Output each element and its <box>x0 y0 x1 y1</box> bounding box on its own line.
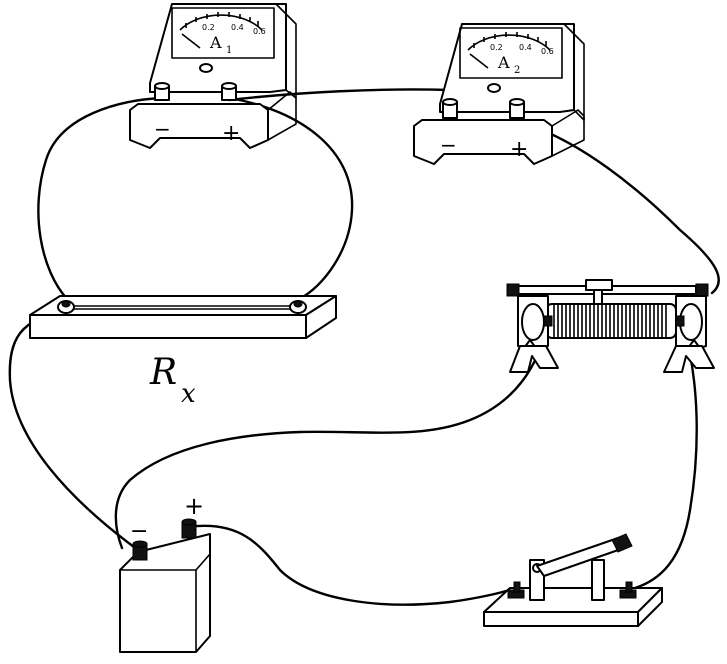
ammeter-a2-tick-1: 0.2 <box>490 43 503 52</box>
resistor-board-front <box>29 314 307 339</box>
switch-base-front <box>483 611 639 627</box>
knife-switch <box>483 533 663 627</box>
switch-blade[interactable] <box>536 537 625 577</box>
wire-a2-to-rheostat <box>518 120 720 295</box>
ammeter-a2: 0.2 0.4 0.6 A 2 − + <box>413 23 585 165</box>
battery: − + <box>119 492 211 653</box>
rheostat-terminal-left <box>543 315 553 327</box>
ammeter-a2-tick-3: 0.6 <box>541 47 554 56</box>
ammeter-a1-tick-2: 0.4 <box>231 23 244 32</box>
rheostat-terminal-right <box>675 315 685 327</box>
rheostat-slider <box>585 279 613 291</box>
ammeter-a2-label: A <box>497 53 510 72</box>
wire-battery-plus-to-switch <box>186 524 517 606</box>
wires <box>8 88 720 606</box>
battery-minus-sign: − <box>130 519 148 544</box>
ammeter-a1-minus-sign: − <box>154 117 171 141</box>
wire-a1-minus-to-rx-left <box>37 96 164 302</box>
ammeter-a1-zero-knob <box>199 63 213 73</box>
ammeter-a1-label-sub: 1 <box>226 45 232 56</box>
ammeter-a2-plus-sign: + <box>510 137 528 162</box>
rheostat <box>506 279 715 373</box>
ammeter-a1-plus-sign: + <box>222 121 240 146</box>
ammeter-a1: 0.2 0.4 0.6 A 1 − + <box>129 3 297 149</box>
ammeter-a2-needle <box>469 53 489 69</box>
wire-rheostat-right-to-switch <box>633 320 698 590</box>
rheostat-coil-windings <box>553 304 667 338</box>
wire-rx-to-battery-minus <box>8 310 140 552</box>
resistor-label-sub: x <box>181 379 196 409</box>
battery-plus-sign: + <box>184 492 204 520</box>
ammeter-a2-scale-arc <box>467 34 551 51</box>
resistor-rx: R x <box>29 295 337 409</box>
ammeter-a2-tick-2: 0.4 <box>519 43 532 52</box>
ammeter-a1-needle <box>181 33 201 49</box>
ammeter-a1-label: A <box>209 33 222 52</box>
switch-clip-post <box>591 559 605 601</box>
wire-rheostat-left-to-battery <box>114 320 550 550</box>
ammeter-a2-zero-knob <box>487 83 501 93</box>
ammeter-a1-tick-1: 0.2 <box>202 23 215 32</box>
rheostat-foot-left <box>509 345 559 373</box>
switch-handle[interactable] <box>611 533 633 553</box>
ammeter-a1-scale-arc <box>179 14 263 31</box>
resistor-label: R <box>149 352 177 393</box>
ammeter-a1-tick-3: 0.6 <box>253 27 266 36</box>
ammeter-a2-minus-sign: − <box>440 133 457 157</box>
rheostat-foot-right <box>663 345 715 373</box>
ammeter-a2-label-sub: 2 <box>514 65 520 76</box>
wire-a1-plus-to-rx-right <box>227 96 354 302</box>
